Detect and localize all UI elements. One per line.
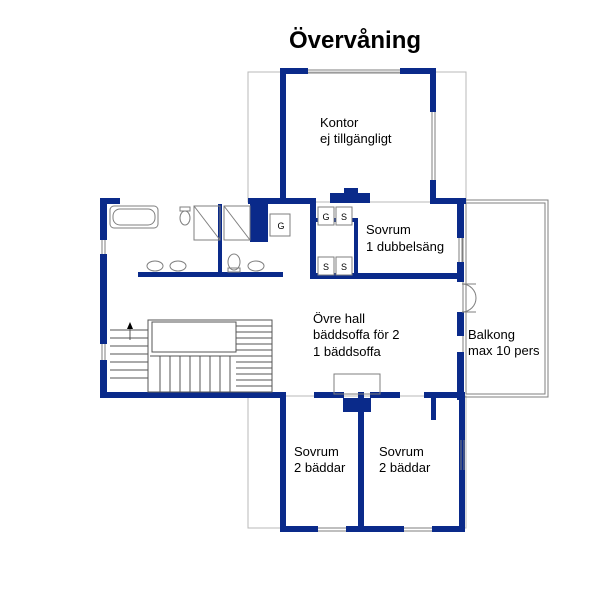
top-wall-c <box>300 198 314 204</box>
lower-left-wall <box>280 392 286 532</box>
left-wall-top <box>100 198 107 240</box>
sink-3 <box>247 260 265 272</box>
wardrobe-s4 <box>335 256 353 276</box>
wardrobe-s4-label: S <box>341 262 347 272</box>
office-left-wall <box>280 68 286 202</box>
left-wall-mid <box>100 254 107 344</box>
windows <box>101 69 465 532</box>
bedroom-right-label-line1: Sovrum <box>379 444 424 459</box>
lower-bottom-wall-c <box>432 526 465 532</box>
g-closet-label: G <box>277 221 284 231</box>
shower-2 <box>223 205 251 241</box>
hall-label-line1: Övre hall <box>313 311 365 326</box>
bedroom-top-label-line2: 1 dubbelsäng <box>366 239 444 254</box>
balcony-outline <box>462 199 549 398</box>
hall-label-line2: bäddsoffa för 2 <box>313 327 400 342</box>
wardrobe-s3-label: S <box>323 262 329 272</box>
bedroom-left-label-line2: 2 bäddar <box>294 460 346 475</box>
right-wall-upper-b <box>457 262 464 282</box>
closet-g-wall <box>250 202 268 242</box>
staircase <box>110 319 273 393</box>
chimney <box>344 188 358 196</box>
stair-treads-bottom <box>150 355 236 392</box>
wardrobe-g-label: G <box>322 212 329 222</box>
wardrobe-g <box>317 206 335 226</box>
fireplace-outline <box>333 373 381 395</box>
office-door-frame <box>330 193 370 203</box>
room-labels: Kontor ej tillgängligt Sovrum 1 dubbelsä… <box>294 115 540 475</box>
office-top-wall-right <box>400 68 436 74</box>
balcony-door <box>461 283 477 313</box>
bottom-wall-mid-b <box>370 392 400 398</box>
bottom-wall-left <box>100 392 282 398</box>
toilet-2-tank <box>227 267 241 273</box>
top-wall-d <box>430 198 466 204</box>
stair-treads-right <box>236 325 272 387</box>
office-label-line1: Kontor <box>320 115 359 130</box>
wardrobe-right-divider <box>354 218 358 278</box>
bottom-wall-right <box>424 392 464 398</box>
bedroom-top-label-line1: Sovrum <box>366 222 411 237</box>
toilet-1 <box>179 210 191 226</box>
stair-treads-left <box>110 329 148 379</box>
sink-2 <box>169 260 187 272</box>
wardrobes: G S S S <box>317 206 353 276</box>
lower-bottom-wall-b <box>346 526 404 532</box>
stair-landing <box>151 321 237 353</box>
top-wall-a <box>100 198 120 204</box>
chimney-lower <box>343 398 371 412</box>
stair-up-arrow <box>127 322 133 329</box>
bathroom-fixtures <box>109 205 265 273</box>
right-wall-lower <box>457 352 464 400</box>
wardrobe-s1 <box>335 206 353 226</box>
office-label-line2: ej tillgängligt <box>320 131 392 146</box>
lower-right-door-stub <box>431 398 436 420</box>
office-right-wall-bottom <box>430 180 436 202</box>
lower-divider-wall <box>358 392 364 532</box>
lower-right-wall <box>459 392 465 532</box>
bathtub <box>109 205 159 229</box>
bottom-wall-mid-a <box>314 392 344 398</box>
balcony-inner-rail <box>465 202 546 395</box>
top-wall-b <box>248 198 302 204</box>
balcony-rail <box>462 199 549 398</box>
bedroom-top-bottom-wall <box>310 273 460 279</box>
bedroom-left-label-line1: Sovrum <box>294 444 339 459</box>
balcony-label-line2: max 10 pers <box>468 343 540 358</box>
toilet-1-tank <box>179 206 191 212</box>
right-wall-mid <box>457 312 464 336</box>
right-wall-upper <box>457 198 464 238</box>
sink-1 <box>146 260 164 272</box>
g-closet <box>269 213 291 237</box>
bedroom-right-label-line2: 2 bäddar <box>379 460 431 475</box>
lower-bottom-wall-a <box>280 526 318 532</box>
office-top-wall-left <box>280 68 308 74</box>
hall-label-line3: 1 bäddsoffa <box>313 344 381 359</box>
plan-title: Övervåning <box>289 27 421 54</box>
wardrobe-s3 <box>317 256 335 276</box>
left-wall-bottom <box>100 360 107 398</box>
shower-1 <box>193 205 221 241</box>
balcony-label-line1: Balkong <box>468 327 515 342</box>
toilet-2 <box>227 253 241 271</box>
wardrobe-s1-label: S <box>341 212 347 222</box>
bathtub-inner <box>112 208 156 226</box>
bedroom-top-left-wall <box>310 198 316 278</box>
bathroom-bottom-wall <box>138 272 283 277</box>
office-right-wall-top <box>430 68 436 112</box>
